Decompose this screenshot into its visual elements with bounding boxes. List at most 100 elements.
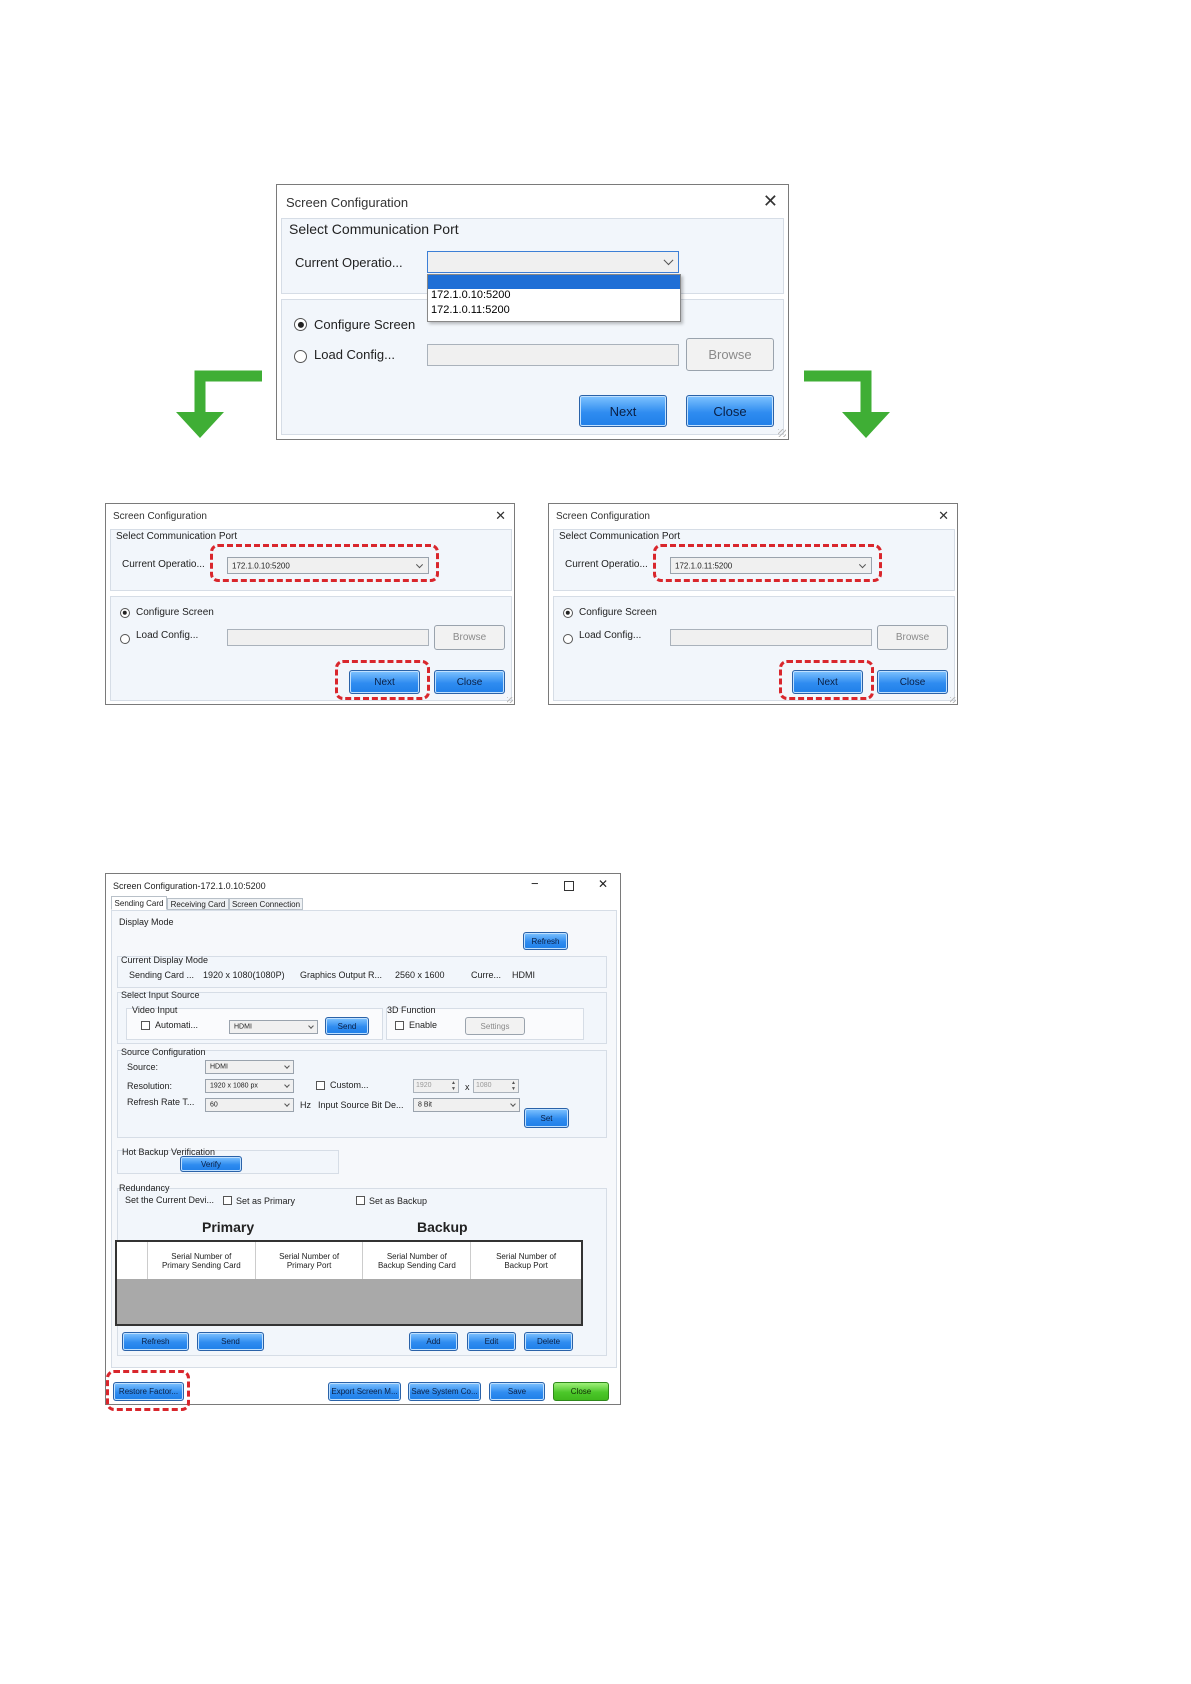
- backup-heading: Backup: [417, 1219, 468, 1235]
- settings-3d-button[interactable]: Settings: [465, 1017, 525, 1035]
- set-source-button[interactable]: Set: [524, 1108, 569, 1128]
- tab-receiving-card[interactable]: Receiving Card: [167, 898, 229, 910]
- video-input-combo[interactable]: HDMI: [229, 1020, 318, 1034]
- refresh-display-button[interactable]: Refresh: [523, 932, 568, 950]
- close-icon[interactable]: ✕: [495, 508, 506, 523]
- next-button[interactable]: Next: [349, 670, 420, 694]
- automatic-label: Automati...: [155, 1020, 199, 1030]
- load-config-label: Load Config...: [314, 347, 395, 362]
- chevron-down-icon: [284, 1082, 290, 1088]
- dropdown-option[interactable]: 172.1.0.10:5200: [431, 289, 511, 301]
- port-combo[interactable]: 172.1.0.11:5200: [670, 557, 872, 574]
- close-button[interactable]: Close: [434, 670, 505, 694]
- highlight-restore-factory: [106, 1370, 190, 1411]
- highlight-port-combo: [653, 544, 882, 582]
- browse-button[interactable]: Browse: [434, 625, 505, 650]
- source-combo[interactable]: HDMI: [205, 1060, 294, 1074]
- custom-width-value: 1920: [416, 1082, 432, 1089]
- next-button[interactable]: Next: [792, 670, 863, 694]
- resolution-combo-value: 1920 x 1080 px: [210, 1082, 258, 1090]
- send-input-button[interactable]: Send: [325, 1017, 369, 1035]
- resize-grip-icon[interactable]: [950, 697, 956, 703]
- current-source-value: HDMI: [512, 970, 535, 980]
- spinner-icon[interactable]: ▲▼: [511, 1080, 516, 1092]
- close-button[interactable]: Close: [877, 670, 948, 694]
- resize-grip-icon[interactable]: [507, 697, 513, 703]
- combo-value: 172.1.0.10:5200: [232, 561, 290, 570]
- dropdown-list[interactable]: 172.1.0.10:5200 172.1.0.11:5200: [427, 274, 681, 322]
- custom-height-stepper[interactable]: 1080 ▲▼: [473, 1079, 519, 1093]
- sending-card-label: Sending Card ...: [129, 970, 195, 980]
- automatic-checkbox[interactable]: [141, 1021, 150, 1030]
- configure-screen-radio[interactable]: [294, 318, 307, 331]
- close-icon[interactable]: ✕: [938, 508, 949, 523]
- tab-sending-card[interactable]: Sending Card: [111, 896, 167, 910]
- tab-screen-connection[interactable]: Screen Connection: [229, 898, 303, 910]
- primary-heading: Primary: [202, 1219, 255, 1235]
- column-header[interactable]: Serial Number of Primary Sending Card: [148, 1242, 256, 1279]
- configure-screen-radio[interactable]: [120, 608, 130, 618]
- set-primary-checkbox[interactable]: [223, 1196, 232, 1205]
- column-header[interactable]: Serial Number of Backup Port: [496, 1251, 557, 1270]
- redundancy-table[interactable]: Serial Number of Primary Sending Card Se…: [115, 1240, 583, 1326]
- window-title: Screen Configuration-172.1.0.10:5200: [113, 881, 266, 891]
- resolution-combo[interactable]: 1920 x 1080 px: [205, 1079, 294, 1093]
- enable-3d-checkbox[interactable]: [395, 1021, 404, 1030]
- next-button[interactable]: Next: [579, 395, 667, 427]
- section-title: Select Communication Port: [559, 531, 681, 542]
- redundancy-add-button[interactable]: Add: [409, 1332, 458, 1351]
- redundancy-send-button[interactable]: Send: [197, 1332, 264, 1351]
- close-icon[interactable]: ✕: [598, 877, 609, 891]
- refresh-rate-combo[interactable]: 60: [205, 1098, 294, 1112]
- column-header[interactable]: Serial Number of Backup Sending Card: [363, 1242, 472, 1279]
- enable-3d-label: Enable: [409, 1020, 438, 1030]
- load-config-label: Load Config...: [136, 630, 199, 641]
- save-system-config-button[interactable]: Save System Co...: [408, 1382, 481, 1401]
- source-label: Source:: [127, 1062, 159, 1072]
- video-input-combo-value: HDMI: [234, 1023, 252, 1031]
- left-dialog: Screen Configuration ✕ Select Communicat…: [105, 503, 515, 705]
- highlight-port-combo: [210, 544, 439, 582]
- export-screen-button[interactable]: Export Screen M...: [328, 1382, 401, 1401]
- resize-grip-icon[interactable]: [778, 429, 786, 437]
- chevron-down-icon: [308, 1023, 314, 1029]
- close-button[interactable]: Close: [686, 395, 774, 427]
- load-config-radio[interactable]: [563, 634, 573, 644]
- close-icon[interactable]: ✕: [762, 191, 778, 211]
- config-path-field[interactable]: [670, 629, 872, 646]
- hz-label: Hz: [300, 1100, 311, 1110]
- redundancy-title: Redundancy: [119, 1183, 170, 1193]
- chevron-down-icon: [284, 1101, 290, 1107]
- restore-factory-button[interactable]: Restore Factor...: [113, 1382, 184, 1401]
- bit-depth-combo[interactable]: 8 Bit: [413, 1098, 520, 1112]
- config-path-field[interactable]: [427, 344, 679, 366]
- load-config-radio[interactable]: [120, 634, 130, 644]
- load-config-radio[interactable]: [294, 350, 307, 363]
- set-backup-checkbox[interactable]: [356, 1196, 365, 1205]
- browse-button[interactable]: Browse: [686, 338, 774, 371]
- column-header[interactable]: Serial Number of Primary Port: [256, 1242, 364, 1279]
- chevron-down-icon: [663, 255, 674, 266]
- spinner-icon[interactable]: ▲▼: [451, 1080, 456, 1092]
- port-combo[interactable]: 172.1.0.10:5200: [227, 557, 429, 574]
- arrow-left-icon: [176, 370, 262, 438]
- verify-button[interactable]: Verify: [180, 1156, 242, 1172]
- save-button[interactable]: Save: [489, 1382, 545, 1401]
- port-combo[interactable]: [427, 251, 679, 273]
- custom-resolution-label: Custom...: [330, 1080, 369, 1090]
- redundancy-refresh-button[interactable]: Refresh: [122, 1332, 189, 1351]
- custom-height-value: 1080: [476, 1082, 492, 1089]
- custom-width-stepper[interactable]: 1920 ▲▼: [413, 1079, 459, 1093]
- browse-button[interactable]: Browse: [877, 625, 948, 650]
- dropdown-option[interactable]: [428, 275, 680, 289]
- redundancy-edit-button[interactable]: Edit: [467, 1332, 516, 1351]
- minimize-icon[interactable]: −: [531, 876, 539, 891]
- custom-resolution-checkbox[interactable]: [316, 1081, 325, 1090]
- table-header: Serial Number of Primary Sending Card Se…: [117, 1242, 581, 1279]
- configure-screen-radio[interactable]: [563, 608, 573, 618]
- maximize-icon[interactable]: [564, 881, 574, 891]
- config-path-field[interactable]: [227, 629, 429, 646]
- close-button[interactable]: Close: [553, 1382, 609, 1401]
- dropdown-option[interactable]: 172.1.0.11:5200: [431, 304, 510, 316]
- redundancy-delete-button[interactable]: Delete: [524, 1332, 573, 1351]
